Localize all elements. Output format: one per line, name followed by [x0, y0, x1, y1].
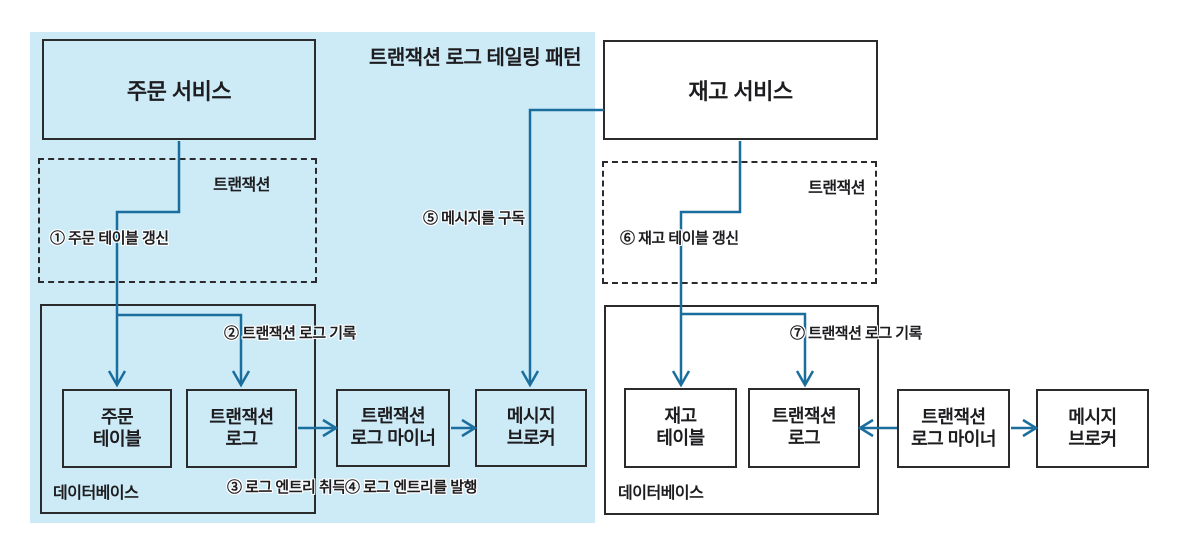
step3-label: ③ 로그 엔트리 취득 [227, 479, 346, 496]
inventory-table-box: 재고 테이블 [624, 388, 737, 468]
order-log-miner-line2: 로그 마이너 [350, 428, 436, 448]
order-log-miner-box: 트랜잭션 로그 마이너 [336, 389, 450, 467]
order-transaction-log-line2: 로그 [225, 428, 258, 449]
inventory-transaction-boundary: 트랜잭션 [602, 161, 877, 284]
step2-label: ② 트랜잭션 로그 기록 [224, 325, 356, 342]
order-log-miner-line1: 트랜잭션 [360, 406, 426, 427]
order-service-box: 주문 서비스 [42, 39, 316, 140]
order-table-box: 주문 테이블 [62, 389, 172, 468]
step5-label: ⑤ 메시지를 구독 [423, 210, 525, 227]
inventory-transaction-log-line2: 로그 [787, 428, 821, 448]
step1-label: ① 주문 테이블 갱신 [50, 230, 169, 247]
inventory-transaction-label: 트랜잭션 [808, 180, 865, 197]
inventory-transaction-log-box: 트랜잭션 로그 [748, 388, 860, 468]
step7-label: ⑦ 트랜잭션 로그 기록 [790, 325, 922, 342]
order-database-label: 데이터베이스 [53, 485, 139, 502]
order-transaction-log-box: 트랜잭션 로그 [186, 389, 297, 468]
inventory-table-line2: 테이블 [656, 428, 705, 448]
order-message-broker-line2: 브로커 [506, 428, 556, 448]
order-transaction-log-line1: 트랜잭션 [209, 406, 274, 427]
inventory-log-miner-box: 트랜잭션 로그 마이너 [897, 389, 1010, 468]
inventory-service-box: 재고 서비스 [603, 40, 878, 140]
inventory-message-broker-line1: 메시지 [1068, 406, 1117, 427]
order-table-label-line1: 주문 [100, 406, 134, 427]
diagram-title: 트랜잭션 로그 테일링 패턴 [368, 47, 582, 69]
step4-label: ④ 로그 엔트리를 발행 [345, 479, 477, 496]
inventory-database-frame: 데이터베이스 [604, 305, 879, 515]
inventory-transaction-log-line1: 트랜잭션 [771, 406, 837, 427]
order-message-broker-line1: 메시지 [506, 406, 556, 427]
step6-label: ⑥ 재고 테이블 갱신 [620, 230, 739, 247]
inventory-message-broker-line2: 브로커 [1068, 428, 1117, 449]
inventory-log-miner-line1: 트랜잭션 [921, 406, 986, 427]
order-transaction-label: 트랜잭션 [213, 177, 270, 194]
inventory-log-miner-line2: 로그 마이너 [911, 428, 996, 449]
inventory-database-label: 데이터베이스 [618, 485, 704, 502]
arrow-miner-to-broker-right [1011, 418, 1039, 438]
inventory-table-line1: 재고 [664, 406, 697, 427]
inventory-message-broker-box: 메시지 브로커 [1036, 389, 1149, 468]
order-message-broker-box: 메시지 브로커 [475, 389, 587, 467]
order-transaction-boundary: 트랜잭션 [38, 158, 317, 283]
order-table-label-line2: 테이블 [92, 428, 142, 449]
